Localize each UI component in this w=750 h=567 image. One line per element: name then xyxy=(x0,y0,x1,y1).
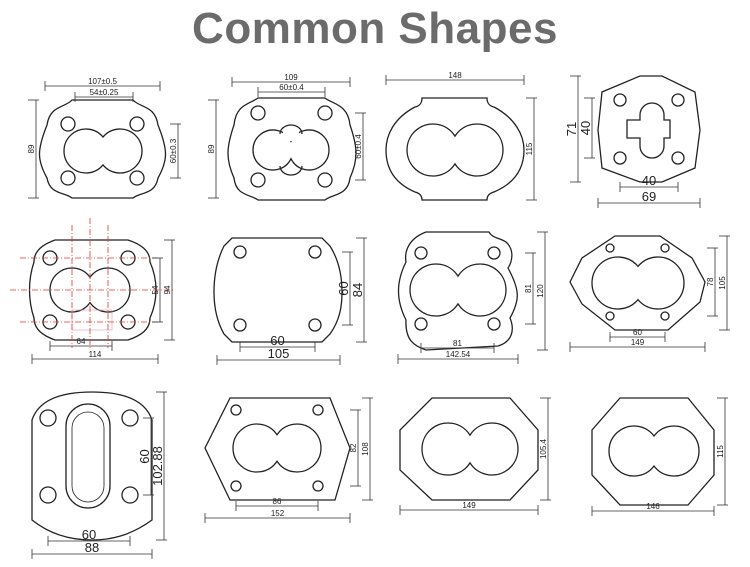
dimension-label: 105 xyxy=(718,276,727,290)
dimension-label: 88 xyxy=(85,540,99,555)
dimension-5-1: 64 xyxy=(49,337,113,351)
dimension-label: 40 xyxy=(642,173,656,188)
dimension-label: 115 xyxy=(525,142,534,155)
dimension-3-1: 148 xyxy=(385,71,525,85)
dimension-2-1: 109 xyxy=(231,73,351,87)
dimension-label: 89 xyxy=(27,144,36,153)
dimension-12-2: 115 xyxy=(716,397,728,506)
dimension-9-4: 102.88 xyxy=(150,391,167,541)
gasket-shape-5 xyxy=(10,218,175,348)
dimension-6-1: 60 xyxy=(239,333,316,352)
dimension-9-2: 88 xyxy=(31,540,153,559)
dimension-11-2: 105.4 xyxy=(539,397,551,501)
dimension-label: 54 xyxy=(151,285,160,294)
gasket-shape-8 xyxy=(569,235,706,331)
dimension-label: 148 xyxy=(448,71,462,80)
dimension-6-3: 60 xyxy=(336,251,353,326)
dimension-label: 108 xyxy=(361,442,370,456)
gasket-shape-7 xyxy=(397,231,518,351)
gasket-shape-3 xyxy=(385,97,525,201)
dimension-label: 60 xyxy=(82,527,96,542)
dimension-6-2: 105 xyxy=(216,346,341,365)
dimension-label: 40 xyxy=(578,121,593,135)
dimension-label: 64 xyxy=(77,337,86,346)
dimension-label: 60 xyxy=(270,333,284,348)
dimension-2-4: 60±0.4 xyxy=(354,112,366,181)
dimension-3-2: 115 xyxy=(525,97,537,201)
dimension-8-3: 78 xyxy=(706,247,718,317)
dimension-label: 81 xyxy=(524,284,533,293)
dimension-label: 60±0.4 xyxy=(279,83,304,92)
dimension-label: 60 xyxy=(336,281,351,295)
dimension-9-3: 60 xyxy=(137,417,154,496)
gasket-shape-4 xyxy=(597,75,701,183)
dimension-4-1: 71 xyxy=(564,75,581,183)
dimension-label: 86 xyxy=(273,497,282,506)
dimension-10-4: 108 xyxy=(361,397,373,501)
dimension-label: 102.88 xyxy=(150,446,165,486)
dimension-label: 149 xyxy=(631,338,645,347)
dimension-label: 152 xyxy=(271,509,285,518)
dimension-label: 105.4 xyxy=(539,438,548,459)
dimension-11-1: 149 xyxy=(399,501,539,515)
gasket-shape-10 xyxy=(204,397,351,501)
dimension-label: 71 xyxy=(564,122,579,136)
dimension-1-1: 107±0.5 xyxy=(44,77,161,91)
dimension-label: 107±0.5 xyxy=(88,77,117,86)
dimension-label: 78 xyxy=(706,277,715,286)
dimension-2-2: 60±0.4 xyxy=(257,83,326,97)
gasket-shape-1 xyxy=(38,99,167,199)
dimension-10-1: 86 xyxy=(235,497,319,511)
dimension-1-2: 54±0.25 xyxy=(74,88,134,102)
dimension-label: 82 xyxy=(349,443,358,452)
dimension-4-2: 40 xyxy=(578,97,595,159)
dimension-1-4: 60±0.3 xyxy=(169,123,181,179)
gasket-shape-12 xyxy=(591,397,715,506)
dimension-10-2: 152 xyxy=(204,509,351,523)
dimension-label: 149 xyxy=(462,501,476,510)
dimension-4-3: 40 xyxy=(619,173,679,192)
dimension-7-1: 81 xyxy=(420,339,495,353)
dimension-label: 89 xyxy=(207,144,216,153)
dimension-6-4: 84 xyxy=(350,237,367,343)
dimension-7-2: 142.54 xyxy=(397,350,519,364)
dimension-9-1: 60 xyxy=(47,527,131,546)
dimension-7-4: 120 xyxy=(536,231,548,351)
dimension-label: 54±0.25 xyxy=(90,88,119,97)
dimension-label: 60±0.4 xyxy=(354,134,363,159)
gasket-shape-6 xyxy=(213,237,343,343)
dimension-5-2: 114 xyxy=(31,350,159,364)
dimension-8-2: 149 xyxy=(569,338,706,352)
dimension-label: 60 xyxy=(633,328,642,337)
dimension-1-3: 89 xyxy=(27,99,39,199)
dimension-label: 109 xyxy=(284,73,298,82)
gasket-shape-9 xyxy=(31,391,153,541)
dimension-7-3: 81 xyxy=(524,252,536,325)
dimension-label: 60 xyxy=(137,449,152,463)
dimension-2-3: 89 xyxy=(207,99,219,199)
dimension-5-3: 54 xyxy=(151,257,163,323)
gasket-shape-11 xyxy=(399,397,539,501)
dimension-label: 69 xyxy=(642,189,656,204)
dimension-10-3: 82 xyxy=(349,409,361,487)
gasket-shape-2 xyxy=(227,97,357,201)
dimension-label: 114 xyxy=(89,350,102,359)
dimension-5-4: 94 xyxy=(163,239,175,341)
dimension-label: 115 xyxy=(716,445,725,458)
dimension-label: 94 xyxy=(163,285,172,294)
dimension-label: 84 xyxy=(350,283,365,297)
dimension-label: 81 xyxy=(453,339,462,348)
dimension-8-1: 60 xyxy=(609,328,666,342)
dimension-12-1: 146 xyxy=(591,502,715,516)
dimension-label: 146 xyxy=(646,502,660,511)
dimension-label: 60±0.3 xyxy=(169,138,178,163)
dimension-label: 142.54 xyxy=(446,350,471,359)
page-title: Common Shapes xyxy=(192,4,558,53)
dimension-4-4: 69 xyxy=(597,189,701,208)
dimension-label: 105 xyxy=(268,346,290,361)
dimension-label: 120 xyxy=(536,284,545,298)
dimension-8-4: 105 xyxy=(718,235,730,331)
